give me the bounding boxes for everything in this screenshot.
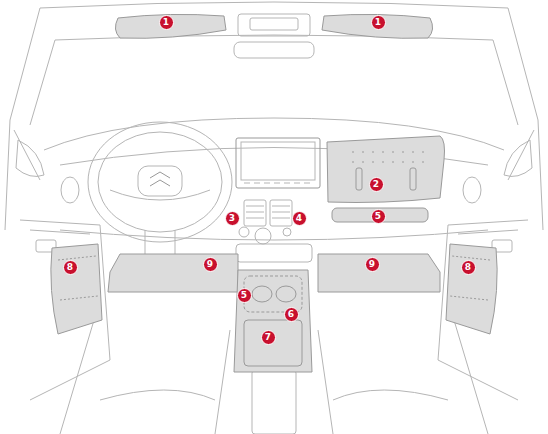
callout-number: 5 xyxy=(237,288,252,303)
callout-number: 7 xyxy=(261,330,276,345)
callout-number: 3 xyxy=(225,211,240,226)
callout-number: 1 xyxy=(159,15,174,30)
callout-number: 1 xyxy=(371,15,386,30)
callout-number: 8 xyxy=(63,260,78,275)
callout-number: 2 xyxy=(369,177,384,192)
callout-number: 6 xyxy=(284,307,299,322)
callout-number: 9 xyxy=(365,257,380,272)
callout-number: 5 xyxy=(371,209,386,224)
callout-number: 8 xyxy=(461,260,476,275)
callout-number: 9 xyxy=(203,257,218,272)
callout-number: 4 xyxy=(292,211,307,226)
